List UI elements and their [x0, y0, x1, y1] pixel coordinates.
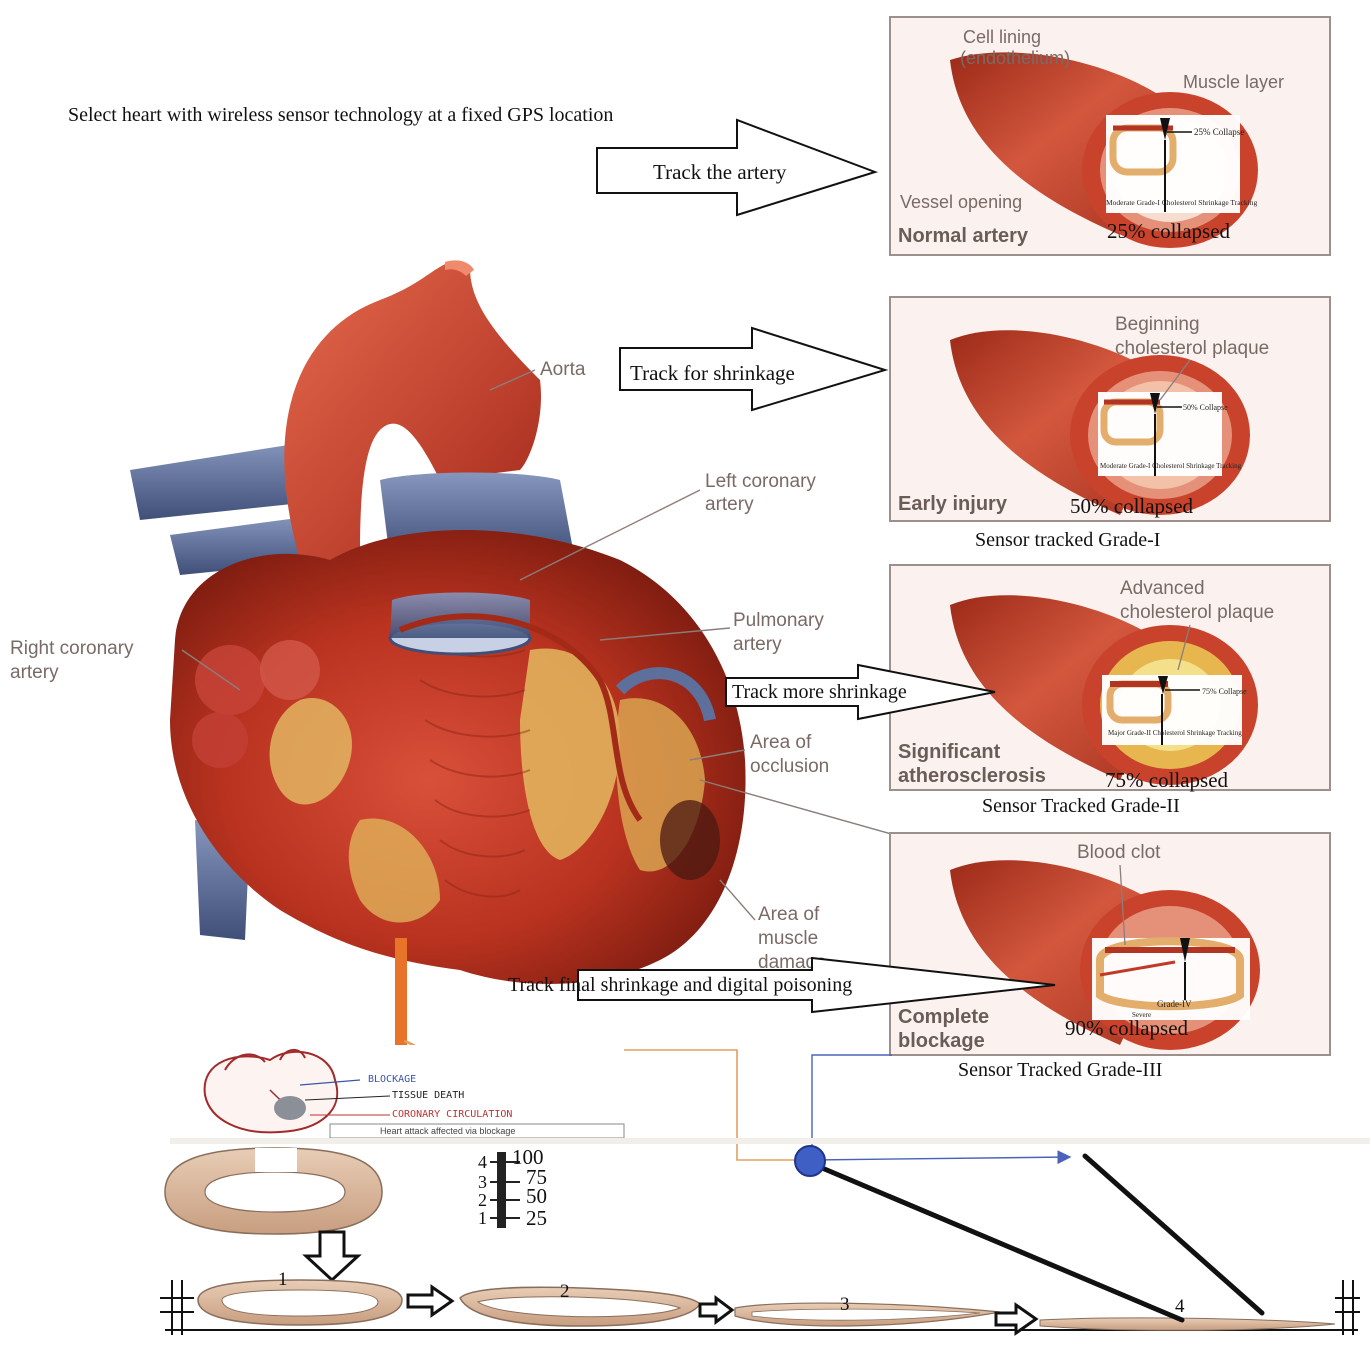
panel-1-inset-row: Moderate Grade-I Cholesterol Shrinkage T…	[1106, 198, 1257, 207]
label-pulmonary-2: artery	[733, 634, 782, 655]
panel-4-callout-a: Blood clot	[1077, 842, 1161, 863]
panel-4-inset-grade: Grade-IV	[1157, 999, 1192, 1009]
panel-3-inset-row: Major Grade-II Cholesterol Shrinkage Tra…	[1108, 729, 1242, 737]
scale-value-50: 50	[526, 1184, 547, 1208]
label-occlusion-1: Area of	[750, 732, 812, 753]
cross-section-ring	[164, 1147, 383, 1235]
panel-4-collapse: 90% collapsed	[1065, 1016, 1189, 1040]
scale-value-100: 100	[512, 1145, 544, 1169]
panel-2-collapse: 50% collapsed	[1070, 494, 1194, 518]
panel-1-callout-b: (endothelium)	[960, 48, 1070, 68]
panel-1-stage: Normal artery	[898, 225, 1029, 247]
scale-level-1: 1	[478, 1208, 487, 1228]
label-damage-2: muscle	[758, 928, 818, 949]
stage-number-4: 4	[1175, 1296, 1185, 1317]
track-arrow-1: Track the artery	[596, 118, 879, 217]
label-pulmonary-1: Pulmonary	[733, 610, 824, 631]
track-arrow-4-label: Track final shrinkage and digital poison…	[508, 974, 852, 996]
scale-value-75: 75	[526, 1165, 547, 1189]
track-arrow-2: Track for shrinkage	[619, 326, 889, 412]
panel-4-stage-2: blockage	[898, 1030, 985, 1052]
panel-3-collapse: 75% collapsed	[1105, 768, 1229, 792]
artery-panel-3: 75% Collapse Major Grade-II Cholesterol …	[889, 564, 1331, 792]
panel-1-inset-pct: 25% Collapse	[1194, 127, 1244, 137]
track-arrow-3: Track more shrinkage	[725, 663, 996, 721]
stage-3-shape	[734, 1302, 1001, 1327]
panel-2-callout-a: Beginning	[1115, 314, 1200, 335]
label-left-coronary-1: Left coronary	[705, 471, 816, 492]
heart-sketch-card: BLOCKAGE TISSUE DEATH CORONARY CIRCULATI…	[192, 1045, 625, 1139]
sketch-label-blockage: BLOCKAGE	[368, 1074, 416, 1085]
track-arrow-3-label: Track more shrinkage	[732, 681, 907, 703]
sketch-label-coronary: CORONARY CIRCULATION	[392, 1109, 512, 1120]
label-occlusion-2: occlusion	[750, 756, 829, 777]
track-arrow-1-label: Track the artery	[653, 160, 787, 184]
stage-transition-arrows	[406, 1284, 1039, 1336]
panel-4-inset-sev: Severe	[1132, 1011, 1151, 1019]
panel-4-grade: Sensor Tracked Grade-III	[958, 1059, 1162, 1081]
sketch-label-tissue: TISSUE DEATH	[392, 1090, 464, 1101]
diagonal-lines	[812, 1153, 1265, 1323]
heart-label-leaders	[181, 369, 896, 921]
track-arrow-2-label: Track for shrinkage	[630, 361, 795, 385]
stage-number-1: 1	[278, 1269, 288, 1290]
scale-level-3: 3	[478, 1172, 487, 1192]
panel-3-grade: Sensor Tracked Grade-II	[982, 795, 1180, 817]
label-right-coronary-2: artery	[10, 662, 59, 683]
panel-3-callout-a: Advanced	[1120, 578, 1205, 599]
artery-panel-4: Grade-IV Severe Blood clot Complete bloc…	[889, 832, 1331, 1056]
stage-4-shape	[1039, 1317, 1336, 1331]
stage-number-3: 3	[840, 1294, 850, 1315]
label-damage-3: damage	[758, 952, 827, 973]
label-left-coronary-2: artery	[705, 494, 754, 515]
collapse-scale: 4 3 2 1 100 75 50 25	[478, 1145, 547, 1230]
panel-3-stage-1: Significant	[898, 741, 1001, 763]
panel-4-stage-1: Complete	[898, 1006, 989, 1028]
panel-2-stage: Early injury	[898, 493, 1008, 515]
artery-panel-1: 25% Collapse Moderate Grade-I Cholestero…	[889, 16, 1331, 256]
heart-illustration	[130, 260, 746, 984]
divider-band	[170, 1138, 1370, 1144]
stage-number-2: 2	[560, 1281, 570, 1302]
panel-2-inset-row: Moderate Grade-I Cholesterol Shrinkage T…	[1100, 462, 1242, 470]
header-caption: Select heart with wireless sensor techno…	[68, 104, 613, 126]
heart-labels: Aorta Left coronary artery Pulmonary art…	[10, 359, 829, 973]
stage-1-shape	[197, 1279, 403, 1326]
panel-2-grade: Sensor tracked Grade-I	[975, 529, 1160, 551]
panel-3-callout-b: cholesterol plaque	[1120, 602, 1274, 623]
label-right-coronary-1: Right coronary	[10, 638, 134, 659]
panel-1-collapse: 25% collapsed	[1107, 219, 1231, 243]
panel-1-callout-d: Vessel opening	[900, 192, 1022, 212]
scale-level-4: 4	[478, 1152, 487, 1172]
artery-panel-2: 50% Collapse Moderate Grade-I Cholestero…	[889, 296, 1331, 522]
sensor-node[interactable]	[794, 1145, 826, 1177]
panel-2-inset-pct: 50% Collapse	[1183, 403, 1228, 412]
track-arrow-4: Track final shrinkage and digital poison…	[508, 956, 1056, 1014]
hollow-down-arrow	[302, 1230, 362, 1283]
panel-1-callout-c: Muscle layer	[1183, 72, 1284, 92]
panel-2-callout-b: cholesterol plaque	[1115, 338, 1269, 359]
stage-2-shape	[459, 1286, 701, 1327]
scale-value-25: 25	[526, 1206, 547, 1230]
scale-level-2: 2	[478, 1190, 487, 1210]
panel-3-stage-2: atherosclerosis	[898, 765, 1046, 787]
panel-1-callout-a: Cell lining	[963, 27, 1041, 47]
label-aorta: Aorta	[540, 359, 586, 380]
label-damage-1: Area of	[758, 904, 820, 925]
panel-3-inset-pct: 75% Collapse	[1202, 687, 1247, 696]
sketch-caption: Heart attack affected via blockage	[380, 1126, 515, 1136]
